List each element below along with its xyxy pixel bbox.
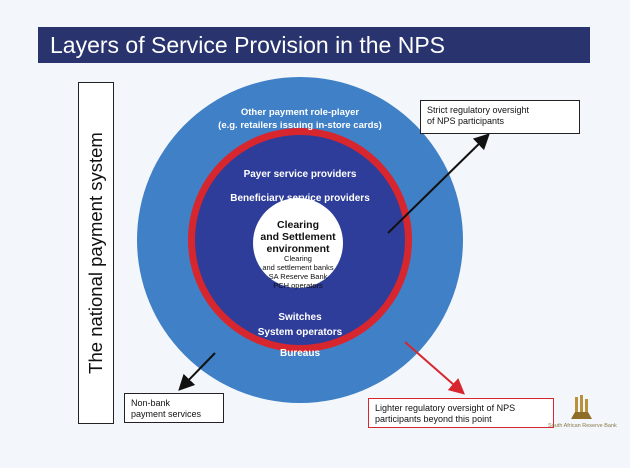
inner-item-system-operators: System operators: [258, 327, 343, 338]
nps-vertical-label: The national payment system: [85, 132, 106, 374]
callout-non-bank: Non-bank payment services: [124, 393, 224, 423]
center-heading-line2: and Settlement: [260, 231, 336, 243]
inner-item-switches: Switches: [278, 312, 322, 323]
callout-nonbank-line1: Non-bank: [131, 398, 171, 408]
center-detail-line3: SA Reserve Bank: [269, 272, 328, 281]
callout-lighter-line1: Lighter regulatory oversight of NPS: [375, 403, 516, 413]
callout-nonbank-line2: payment services: [131, 409, 202, 419]
center-heading-line3: environment: [266, 243, 330, 255]
callout-strict-line2: of NPS participants: [427, 116, 505, 126]
inner-item-payer: Payer service providers: [244, 169, 357, 180]
reserve-bank-logo-icon: [571, 395, 592, 419]
inner-item-beneficiary: Beneficiary service providers: [230, 193, 370, 204]
callout-strict-line1: Strict regulatory oversight: [427, 105, 530, 115]
slide-title: Layers of Service Provision in the NPS: [38, 27, 590, 63]
arrow-lighter-oversight: [404, 341, 466, 395]
center-detail-line1: Clearing: [284, 254, 312, 263]
outer-ring-label-line2: (e.g. retailers issuing in-store cards): [218, 120, 382, 131]
center-detail-line4: PCH operators: [273, 281, 323, 290]
reserve-bank-logo-text: South African Reserve Bank: [548, 423, 617, 429]
nps-label-box: The national payment system: [78, 82, 114, 424]
callout-strict-oversight: Strict regulatory oversight of NPS parti…: [420, 100, 580, 134]
arrow-non-bank: [178, 352, 216, 391]
center-detail-line2: and settlement banks: [262, 263, 334, 272]
callout-lighter-oversight: Lighter regulatory oversight of NPS part…: [368, 398, 554, 428]
callout-lighter-line2: participants beyond this point: [375, 414, 492, 424]
outer-ring-label-line1: Other payment role-player: [241, 107, 360, 118]
arrow-strict-oversight: [387, 133, 490, 234]
center-heading-line1: Clearing: [277, 219, 319, 231]
center-disc: [253, 198, 343, 288]
inner-item-bureaus: Bureaus: [280, 348, 320, 359]
